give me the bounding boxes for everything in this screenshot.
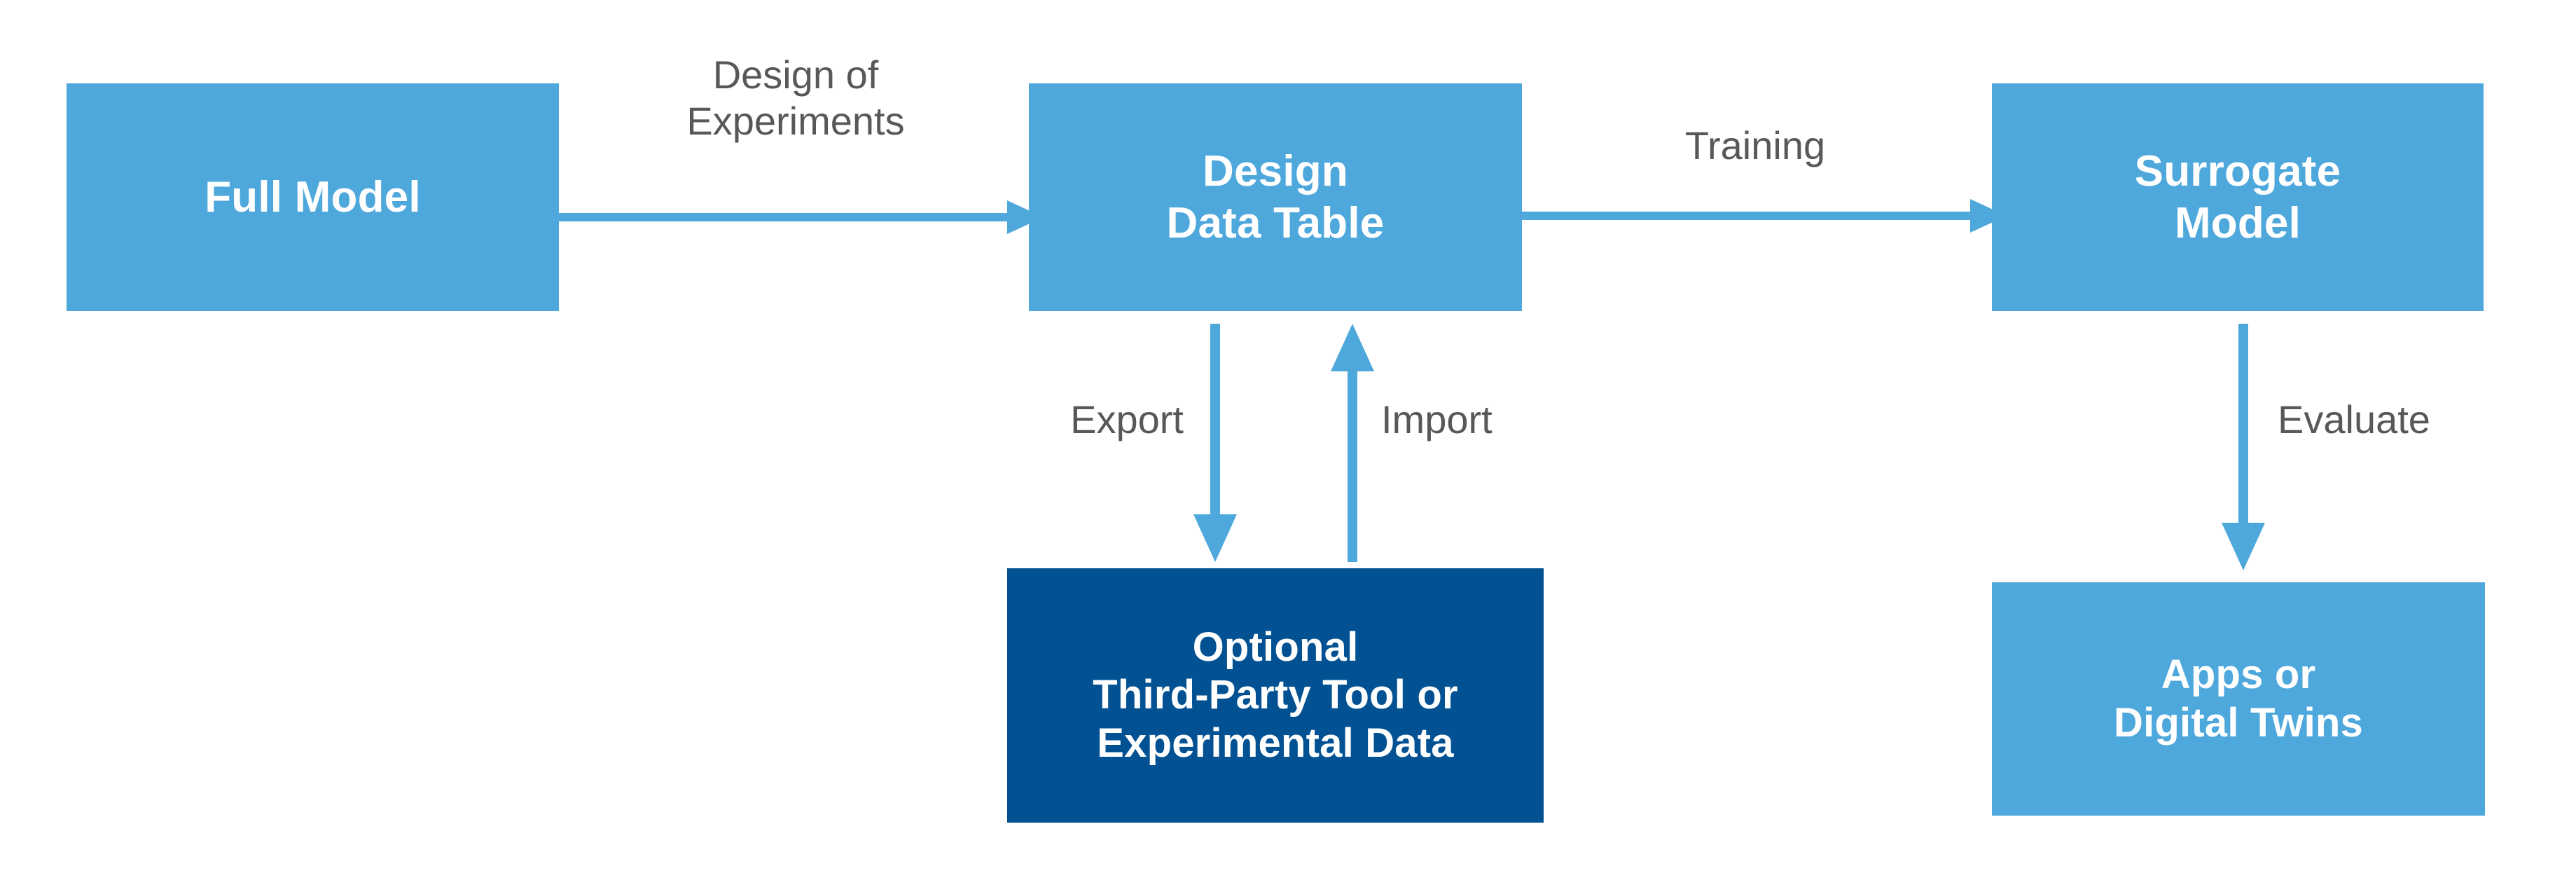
- arrow-export-icon: [1184, 324, 1247, 562]
- edge-label-import: Import: [1381, 397, 1493, 441]
- node-design-data-table[interactable]: Design Data Table: [1029, 83, 1522, 311]
- arrow-import-icon: [1321, 324, 1384, 562]
- node-full-model[interactable]: Full Model: [67, 83, 559, 311]
- edge-label-training: Training: [1684, 123, 1826, 167]
- edge-label-export: Export: [1070, 397, 1184, 441]
- arrow-evaluate-icon: [2212, 324, 2275, 570]
- node-surrogate-model[interactable]: Surrogate Model: [1992, 83, 2484, 311]
- node-optional-third-party-tool[interactable]: Optional Third-Party Tool or Experimenta…: [1007, 568, 1544, 823]
- arrow-training-icon: [1516, 188, 2007, 244]
- edge-label-evaluate: Evaluate: [2278, 397, 2430, 441]
- arrow-design-of-experiments-icon: [553, 189, 1044, 245]
- node-apps-or-digital-twins[interactable]: Apps or Digital Twins: [1992, 582, 2485, 816]
- edge-label-design-of-experiments: Design of Experiments: [686, 53, 905, 144]
